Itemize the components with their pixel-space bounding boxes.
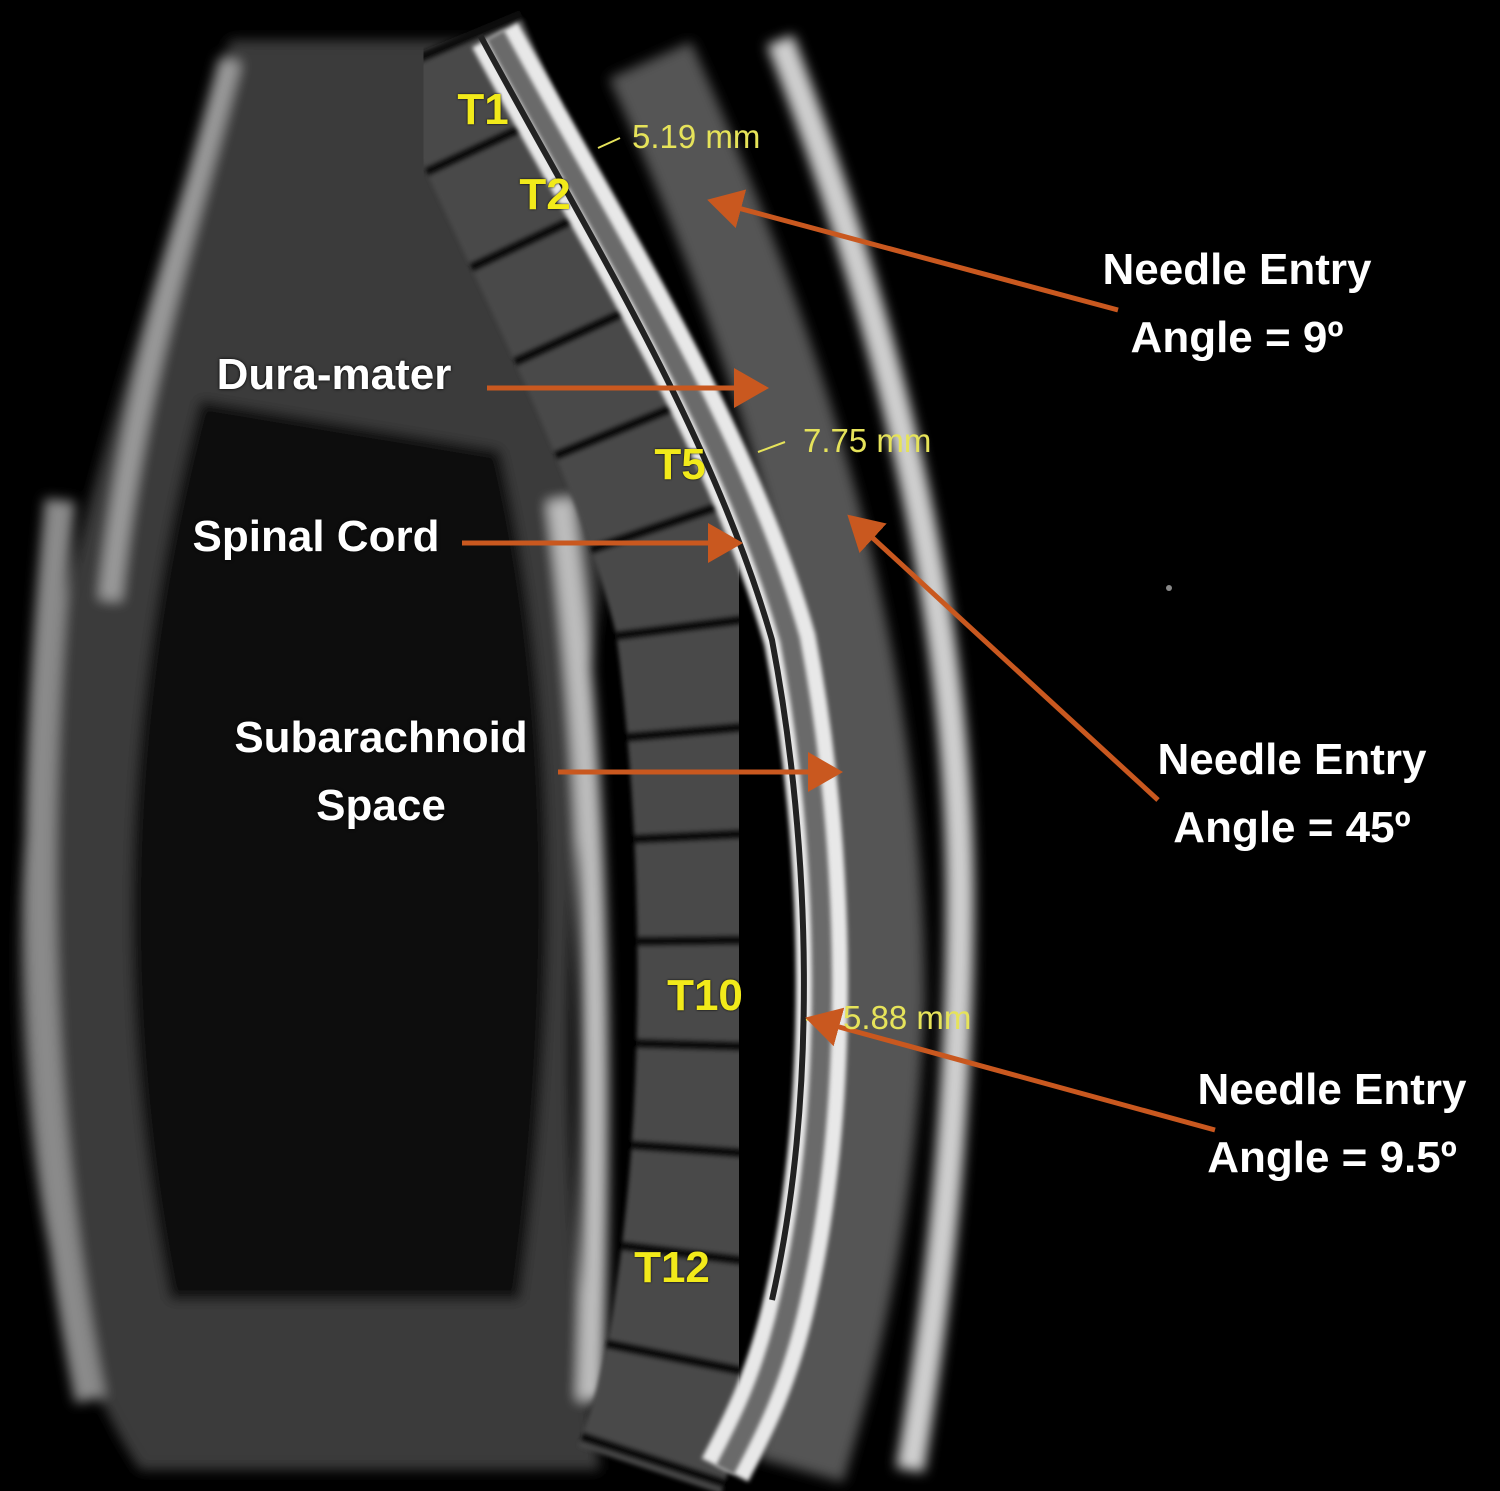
needle-entry-label-3: Needle Entry Angle = 9.5º — [1198, 1056, 1467, 1192]
chest-tissue — [18, 34, 975, 1483]
vertebra-label-t2: T2 — [519, 170, 571, 219]
needle-entry-arrow-1 — [707, 189, 1119, 313]
needle-entry-title: Needle Entry — [1197, 1065, 1467, 1114]
vertebra-label-t5: T5 — [654, 440, 706, 489]
needle-entry-label-2: Needle Entry Angle = 45º — [1158, 726, 1427, 862]
dura-mater-label: Dura-mater — [216, 350, 452, 399]
vertebral-column — [380, 10, 788, 1491]
spinal-cord-label: Spinal Cord — [192, 512, 440, 561]
needle-entry-title: Needle Entry — [1102, 245, 1372, 294]
needle-entry-angle: Angle = 45º — [1173, 803, 1411, 852]
spinal-canal — [472, 22, 848, 1482]
vertebra-label-t10: T10 — [667, 971, 743, 1020]
subarachnoid-line1: Subarachnoid — [234, 713, 528, 762]
subarachnoid-line2: Space — [316, 781, 446, 830]
measurement-2: 7.75 mm — [803, 422, 932, 459]
needle-entry-arrow-3 — [805, 1007, 1216, 1133]
needle-entry-arrow-2 — [847, 514, 1160, 802]
artifact-dot — [1166, 585, 1172, 591]
needle-entry-title: Needle Entry — [1157, 735, 1427, 784]
needle-entry-angle: Angle = 9.5º — [1207, 1133, 1457, 1182]
vertebra-label-t12: T12 — [634, 1243, 710, 1292]
needle-entry-label-1: Needle Entry Angle = 9º — [1103, 236, 1372, 372]
measurement-1: 5.19 mm — [632, 118, 761, 155]
needle-entry-angle: Angle = 9º — [1130, 313, 1344, 362]
vertebra-label-t1: T1 — [457, 85, 509, 134]
subarachnoid-space-label: Subarachnoid Space — [234, 704, 527, 840]
measurement-3: 5.88 mm — [843, 999, 972, 1036]
